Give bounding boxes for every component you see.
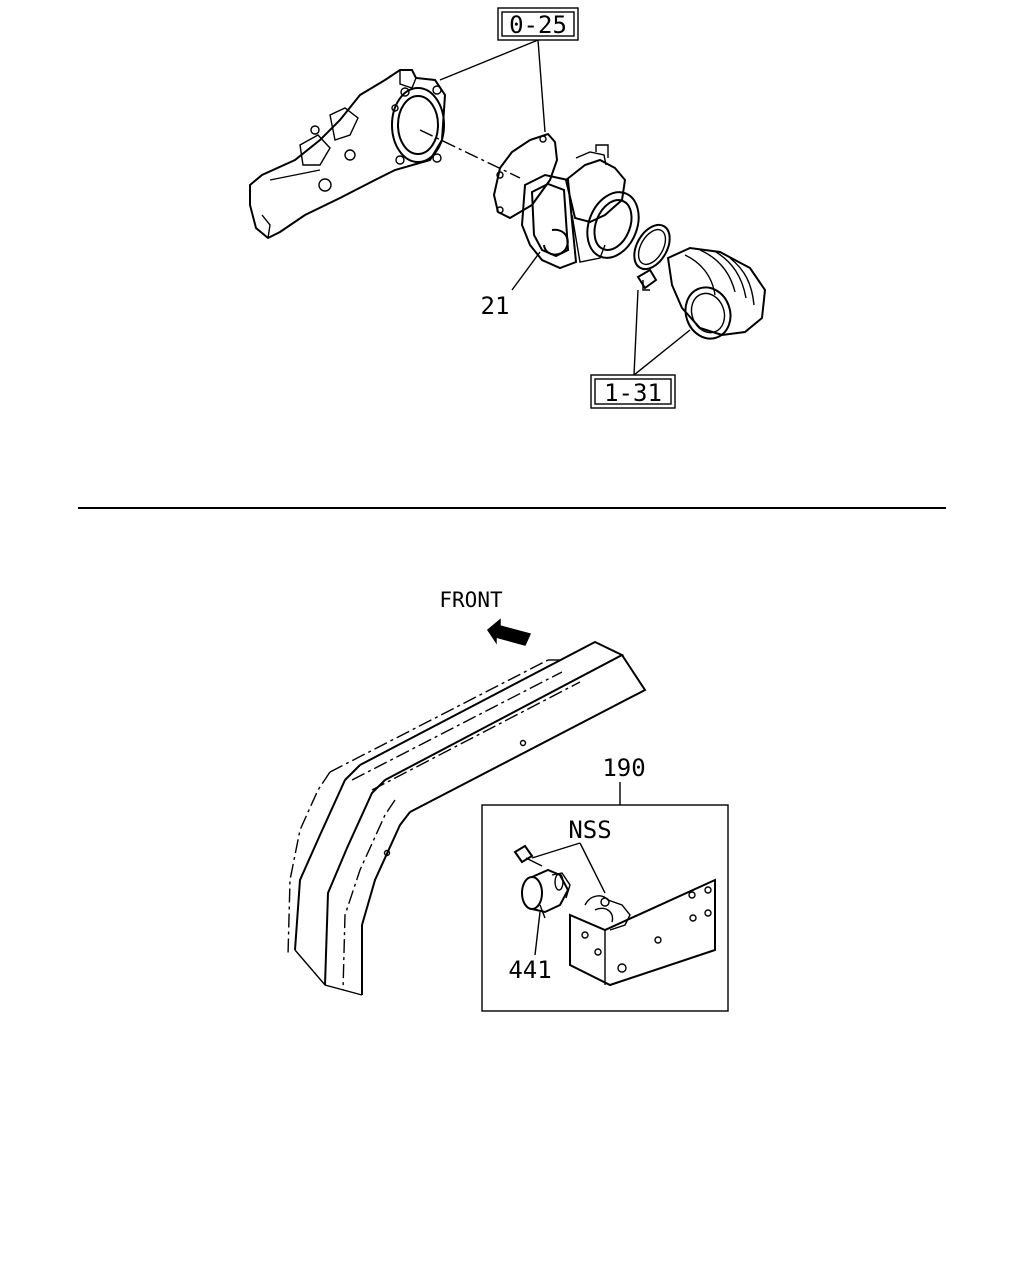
fastener-label-nss: NSS: [568, 816, 611, 844]
hose-clamp: [633, 223, 671, 291]
sensor-bracket: [569, 878, 716, 987]
throttle-body: [520, 144, 640, 270]
front-arrow-icon: [487, 618, 532, 646]
ref-label-top: 0-25: [509, 11, 567, 39]
ref-box-top: [497, 7, 579, 41]
detail-box: [481, 804, 729, 1012]
alignment-line: [419, 129, 521, 179]
part-number-21: 21: [481, 292, 510, 320]
ref-box-bottom: [590, 374, 676, 409]
intake-manifold: [249, 69, 447, 240]
ref-label-bottom: 1-31: [604, 379, 662, 407]
leader-nss-bolt: [531, 842, 581, 859]
part-number-190: 190: [602, 754, 645, 782]
leader-441: [534, 911, 541, 956]
part-number-441: 441: [508, 956, 551, 984]
sensor-441: [521, 868, 571, 919]
intake-hose: [666, 246, 767, 340]
top-diagram: 0-25 21 1-31: [249, 7, 767, 409]
front-label: FRONT: [439, 588, 503, 612]
leader-0-25-gasket: [537, 39, 546, 133]
bolt: [513, 844, 543, 867]
leader-0-25-manifold: [439, 39, 539, 81]
bottom-diagram: FRONT 190: [287, 588, 729, 1012]
leader-nss-bracket: [579, 842, 606, 894]
leader-1-31-clamp: [633, 289, 639, 376]
leader-1-31-hose: [633, 329, 691, 376]
leader-21: [511, 251, 541, 291]
frame-rail: [287, 640, 647, 996]
gasket: [492, 132, 559, 220]
